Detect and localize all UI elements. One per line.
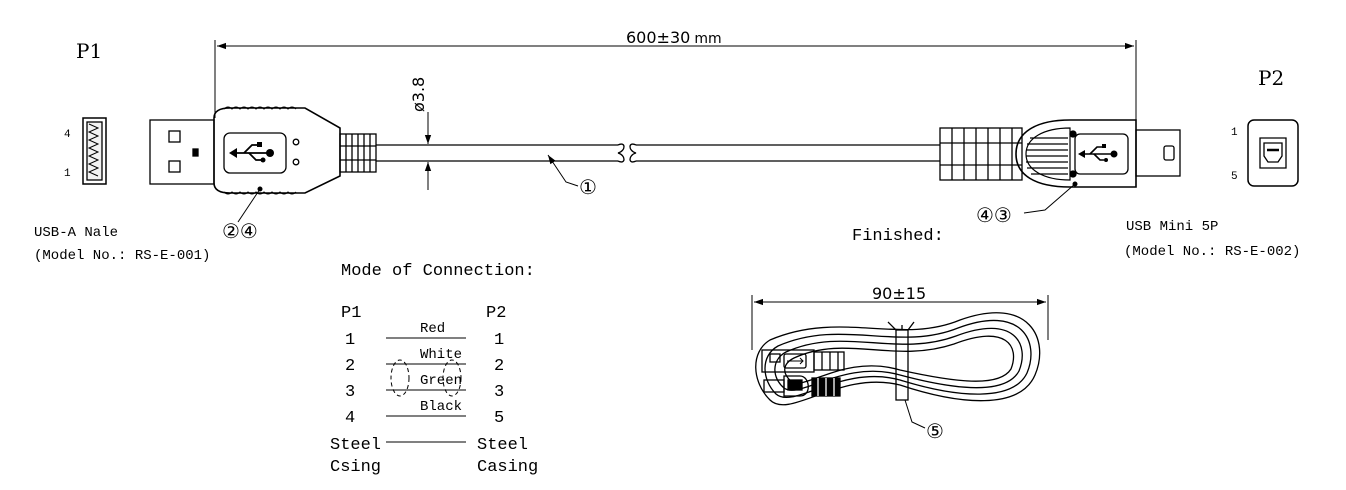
- cable-callout-number: ①: [579, 175, 597, 199]
- coiled-cable: [755, 312, 1041, 406]
- p1-pin-number: 2: [345, 357, 355, 376]
- shield-left-line2: Csing: [330, 458, 381, 477]
- p2-pin-number: 5: [494, 409, 504, 428]
- p1-connector-name: USB-A Nale: [34, 225, 118, 241]
- p2-pin-number: 3: [494, 383, 504, 402]
- cable: [376, 143, 940, 163]
- wire-color-label: White: [420, 347, 462, 363]
- usb-logo-icon: [1078, 144, 1118, 162]
- p2-pin-1: 1: [1231, 127, 1238, 139]
- p2-end-view: [1247, 119, 1299, 187]
- p1-usb-a-plug: [149, 106, 377, 195]
- connection-wires: [386, 337, 466, 443]
- p1-pin-1: 1: [64, 168, 71, 180]
- wire-color-label: Green: [420, 373, 462, 389]
- connection-p2-header: P2: [486, 304, 506, 323]
- p1-pin-4: 4: [64, 129, 71, 141]
- tie-callout-leader: [904, 399, 926, 429]
- p2-model-number: (Model No.: RS-E-002): [1124, 244, 1300, 260]
- shield-left-line1: Steel: [330, 436, 381, 455]
- tie-callout-number: ⑤: [926, 419, 944, 443]
- p1-title: P1: [76, 39, 102, 63]
- p2-connector-name: USB Mini 5P: [1126, 219, 1218, 235]
- twisted-pair-marker-left: [390, 359, 410, 397]
- twisted-pair-marker-right: [442, 359, 462, 397]
- p2-callout-numbers: ④③: [976, 203, 1012, 227]
- connection-p1-header: P1: [341, 304, 361, 323]
- p2-pin-number: 1: [494, 331, 504, 350]
- p1-pin-number: 1: [345, 331, 355, 350]
- p1-callout-leader: [237, 188, 261, 223]
- p1-pin-number: 4: [345, 409, 355, 428]
- wire-color-label: Black: [420, 399, 462, 415]
- length-dimension: [214, 40, 1137, 120]
- cable-callout-leader: [547, 154, 579, 187]
- p2-callout-leader: [1023, 183, 1076, 214]
- p1-callout-numbers: ②④: [222, 219, 258, 243]
- usb-logo-icon: [229, 142, 274, 163]
- p1-model-number: (Model No.: RS-E-001): [34, 248, 210, 264]
- shield-right-line2: Casing: [477, 458, 538, 477]
- p1-end-view: [82, 117, 107, 185]
- p1-pin-number: 3: [345, 383, 355, 402]
- p2-pin-number: 2: [494, 357, 504, 376]
- p2-callout-marker: [1072, 181, 1078, 187]
- diameter-dimension: [420, 112, 440, 190]
- finished-label: Finished:: [852, 227, 944, 246]
- diameter-label: ø3.8: [409, 77, 428, 112]
- p2-title: P2: [1258, 66, 1284, 90]
- coil-dimension: [751, 295, 1049, 350]
- wire-color-label: Red: [420, 321, 445, 337]
- shield-right-line1: Steel: [477, 436, 528, 455]
- p2-pin-5: 5: [1231, 171, 1238, 183]
- p2-mini-usb-plug: [939, 119, 1181, 188]
- connection-title: Mode of Connection:: [341, 262, 535, 281]
- coil-dimension-value: 90±15: [872, 284, 926, 303]
